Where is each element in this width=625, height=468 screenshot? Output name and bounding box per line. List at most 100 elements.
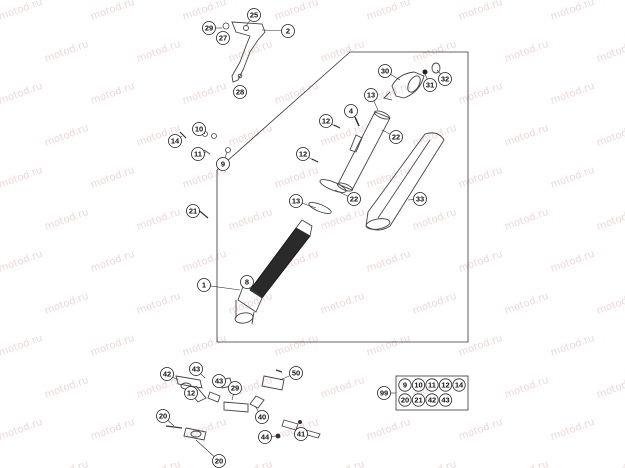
watermark-text: motod.ru	[89, 417, 136, 443]
watermark-text: motod.ru	[595, 39, 625, 65]
callout-label: 9	[221, 160, 225, 169]
watermark-text: motod.ru	[595, 123, 625, 149]
callout-label: 27	[219, 34, 227, 43]
leader-line	[172, 376, 179, 381]
callout-label: 11	[194, 150, 202, 159]
watermark-text: motod.ru	[0, 165, 44, 191]
callout-circle	[189, 362, 203, 376]
watermark-text: motod.ru	[549, 333, 596, 359]
kit-callout-circle	[411, 378, 426, 392]
watermark-text: motod.ru	[273, 333, 320, 359]
leader-line	[302, 202, 317, 209]
watermark-text: motod.ru	[457, 165, 504, 191]
watermark-text: motod.ru	[43, 375, 90, 401]
plug-part	[431, 62, 441, 74]
callout-circle	[423, 78, 437, 92]
watermark-text: motod.ru	[457, 249, 504, 275]
kit-callout-circle	[425, 393, 439, 407]
watermark-text: motod.ru	[457, 81, 504, 107]
kit-callout-circle	[411, 393, 426, 407]
callout-circle	[413, 192, 427, 206]
kit-callout-circle	[438, 393, 453, 407]
callout-label: 41	[297, 430, 305, 439]
callout-label: 2	[286, 27, 290, 36]
callout-label: 14	[171, 137, 180, 146]
watermark-text: motod.ru	[0, 0, 44, 23]
watermark-text: motod.ru	[411, 291, 458, 317]
leader-line	[308, 157, 314, 161]
callout-circle	[255, 410, 269, 424]
callout-circle	[168, 134, 182, 148]
watermark-text: motod.ru	[135, 39, 182, 65]
leader-line	[373, 100, 379, 111]
watermark-text: motod.ru	[181, 333, 228, 359]
callout-label: 8	[245, 278, 249, 287]
watermark-text: motod.ru	[411, 207, 458, 233]
leader-line	[334, 189, 349, 197]
leader-line	[436, 69, 441, 75]
callout-label: 43	[215, 377, 223, 386]
callout-label: 4	[349, 107, 354, 116]
kit-callout-circle	[452, 378, 466, 392]
spring-part	[165, 369, 283, 429]
callout-circle	[247, 8, 261, 22]
watermark-text: motod.ru	[0, 333, 44, 359]
callout-label: 50	[292, 369, 300, 378]
callout-circle	[216, 31, 230, 45]
kit-callout-label: 10	[414, 381, 422, 390]
callout-circle	[319, 114, 333, 128]
leader-line	[200, 373, 206, 379]
callout-circle	[389, 130, 403, 144]
kit-callout-circle	[398, 393, 412, 407]
callout-label: 30	[381, 67, 389, 76]
callout-circle	[216, 157, 230, 171]
kit-callout-label: 42	[428, 396, 436, 405]
assembly-outline	[216, 51, 469, 343]
watermark-text: motod.ru	[549, 417, 596, 443]
watermark-text: motod.ru	[43, 291, 90, 317]
callout-circle	[184, 386, 198, 400]
callout-circle	[294, 427, 308, 441]
callout-label: 12	[322, 117, 330, 126]
kit-callout-circle	[398, 378, 412, 392]
watermark-text: motod.ru	[89, 165, 136, 191]
watermark-text: motod.ru	[457, 333, 504, 359]
callout-label: 20	[215, 457, 223, 466]
watermark-text: motod.ru	[181, 0, 228, 23]
callout-circle	[347, 192, 361, 206]
watermark-text: motod.ru	[503, 291, 550, 317]
watermark-text: motod.ru	[227, 207, 274, 233]
watermark-text: motod.ru	[595, 291, 625, 317]
callout-label: 13	[367, 91, 375, 100]
callout-circle	[212, 374, 226, 388]
callout-label: 43	[192, 365, 200, 374]
callout-label: 31	[426, 81, 434, 90]
callout-label: 28	[236, 88, 244, 97]
callout-circle	[289, 366, 303, 380]
watermark-text: motod.ru	[43, 39, 90, 65]
watermark-text: motod.ru	[503, 123, 550, 149]
leader-line	[331, 123, 336, 127]
callout-circle	[289, 194, 303, 208]
callout-label: 22	[350, 195, 358, 204]
callout-label: 99	[380, 389, 388, 398]
kit-callout-label: 9	[403, 381, 407, 390]
watermark-text: motod.ru	[503, 459, 550, 468]
callout-circle	[197, 278, 211, 292]
watermark-text: motod.ru	[227, 291, 274, 317]
kit-callout-label: 11	[428, 381, 436, 390]
watermark-text: motod.ru	[135, 207, 182, 233]
watermark-text: motod.ru	[549, 249, 596, 275]
callout-label: 12	[187, 389, 195, 398]
callout-circle	[192, 122, 206, 136]
watermark-text: motod.ru	[503, 39, 550, 65]
watermark-text: motod.ru	[43, 459, 90, 468]
watermark-text: motod.ru	[0, 249, 44, 275]
watermark-text: motod.ru	[365, 0, 412, 23]
callout-circle	[281, 24, 295, 38]
watermark-text: motod.ru	[227, 39, 274, 65]
callout-label: 42	[163, 370, 171, 379]
callout-circle	[186, 204, 200, 218]
